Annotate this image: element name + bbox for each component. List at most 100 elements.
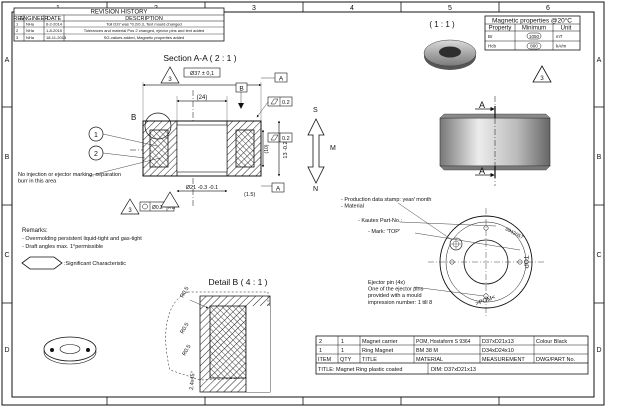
revision-description: SG-values added, Magnetic properties add…	[104, 35, 185, 40]
magnetic-header: Unit	[561, 26, 572, 32]
table-row: Br 1050 mT	[488, 32, 563, 40]
revision-date: 1-8-2015	[46, 28, 63, 33]
revision-history-table: REVISION HISTORY REV ENGINEER DATE DESCR…	[13, 7, 225, 42]
revision-title: REVISION HISTORY	[91, 10, 148, 16]
item-balloons: 1 2	[88, 126, 158, 161]
scale-label: ( 1 : 1 )	[429, 20, 455, 29]
isometric-view-small	[43, 336, 97, 365]
magnetic-property: Hcb	[488, 44, 496, 49]
border-row-label: C	[4, 252, 9, 259]
revision-rev: 2	[16, 28, 19, 33]
section-title: Section A-A ( 2 : 1 )	[163, 53, 236, 63]
bom-material: BM 38 M	[416, 348, 438, 354]
border-col-label: 6	[546, 5, 550, 12]
revision-header: REV	[13, 16, 25, 22]
bom-dwg: Colour Black	[536, 339, 567, 345]
dimension-24: (24)	[197, 95, 208, 101]
magnetic-property: Br	[488, 34, 493, 39]
note-no-ejector: No injection or ejector marking, separat…	[18, 172, 121, 185]
border-row-label: A	[5, 57, 10, 64]
bom-material: POM, Hostaform S 9364	[416, 339, 471, 345]
sheet-border: 1 2 3 4 5 6 A B C D A B C D	[1, 1, 605, 406]
border-col-label: 4	[350, 5, 354, 12]
revision-description: Tolerances and material Pos 2 changed, e…	[84, 28, 205, 33]
bom-qty: 1	[341, 339, 344, 345]
revision-header: DESCRIPTION	[125, 16, 163, 22]
section-letter: A	[479, 166, 485, 176]
title-block-dim: DIM: D37xD21x13	[431, 367, 476, 373]
position-icon	[142, 203, 148, 210]
date-stamp-icon	[449, 237, 463, 251]
border-col-label: 5	[448, 5, 452, 12]
dimension-13: 13 -0.2	[283, 141, 289, 158]
significant-characteristic-mark: 3	[532, 65, 552, 83]
datum-a: A	[276, 186, 281, 193]
border-row-label: A	[597, 57, 602, 64]
revision-engineer: NHa	[26, 28, 35, 33]
bom-measurement: D34xD24x10	[482, 348, 514, 354]
section-letter: A	[479, 100, 485, 110]
pole-n: N	[313, 186, 318, 193]
bom-header-title: TITLE	[362, 357, 377, 363]
revision-date: 6-2-2014	[46, 22, 63, 27]
section-line-aa: A A	[475, 100, 496, 178]
sg-frame	[526, 42, 542, 50]
remark-1: - Overmolding persistent liquid-tight an…	[22, 236, 142, 242]
title-block-title: TITLE: Magnet Ring plastic coated	[318, 367, 402, 373]
table-row: 1 1 Ring Magnet BM 38 M D34xD24x10	[319, 348, 514, 354]
flatness-value: 0.2	[282, 100, 290, 106]
table-row: 3 NHa 18-11-2015 SG-values added, Magnet…	[16, 35, 184, 40]
magnetic-properties-table: Magnetic properties @20°C Property Minim…	[484, 15, 581, 51]
section-dimensions: 3 Ø37 ± 0,1 A (24) B 0.2 0.2 13 -0.2 (10…	[120, 66, 293, 215]
bom-title: Magnet carrier	[362, 339, 398, 345]
magnetic-minimum: 1050	[529, 34, 540, 39]
border-row-label: C	[596, 252, 601, 259]
flatness-icon	[270, 134, 279, 141]
bom-item: 2	[319, 339, 322, 345]
significant-label: :Significant Characteristic	[64, 261, 126, 267]
bom-header-measurement: MEASUREMENT	[482, 357, 525, 363]
border-row-label: B	[597, 154, 602, 161]
remark-2: - Draft angles max. 1°permissible	[22, 244, 103, 250]
pole-m: M	[330, 145, 336, 152]
revision-rev: 3	[16, 35, 19, 40]
note-mark-top: - Mark: 'TOP'	[368, 229, 400, 235]
title-block: 2 1 Magnet carrier POM, Hostaform S 9364…	[315, 335, 589, 375]
stamp-top: TOP	[522, 255, 529, 268]
dimension-10: (10)	[264, 144, 270, 153]
balloon-1: 1	[94, 132, 98, 139]
ejector-pin-icon	[517, 259, 523, 265]
magnetic-unit: kA/m	[556, 44, 567, 49]
bom-header-material: MATERIAL	[416, 357, 443, 363]
border-row-label: D	[4, 347, 9, 354]
datum-b: B	[239, 86, 243, 93]
front-face-view: 0942057 TOP >POM<	[428, 208, 545, 316]
dimension-1-5: (1.5)	[244, 192, 255, 198]
revision-description: Toll D37 was *0.2/0.3, Text mould change…	[106, 22, 182, 27]
remarks-title: Remarks:	[22, 228, 48, 234]
marking-notes: - Production data stamp: year/ month- Ma…	[341, 197, 521, 306]
table-row: 1 NHa 6-2-2014 Toll D37 was *0.2/0.3, Te…	[16, 22, 182, 27]
border-row-label: B	[5, 154, 10, 161]
magnetic-header: Minimum	[522, 26, 546, 32]
dimension-d21: Ø21 -0.3 -0.1	[186, 185, 218, 191]
revision-engineer: NHa	[26, 22, 35, 27]
bom-header-dwg: DWG/PART No.	[536, 357, 576, 363]
datum-a: A	[279, 76, 284, 83]
table-row: Hcb 800 kA/m	[488, 42, 567, 50]
revision-rev: 1	[16, 22, 19, 27]
radius-label: R0.5	[180, 286, 191, 299]
table-row: 2 NHa 1-8-2015 Tolerances and material P…	[16, 28, 204, 33]
magnetization-arrow: S M N	[307, 107, 336, 193]
bom-qty: 1	[341, 348, 344, 354]
sg-number: 3	[128, 208, 132, 214]
chamfer-label: 2.4x45°	[189, 371, 197, 390]
bom-header-qty: QTY	[340, 357, 352, 363]
magnetic-minimum: 800	[530, 44, 538, 49]
table-row: 2 1 Magnet carrier POM, Hostaform S 9364…	[319, 339, 567, 345]
radius-label: R0.5	[180, 322, 191, 335]
dimension-d37: Ø37 ± 0,1	[190, 71, 214, 77]
significant-legend: :Significant Characteristic	[21, 256, 126, 270]
